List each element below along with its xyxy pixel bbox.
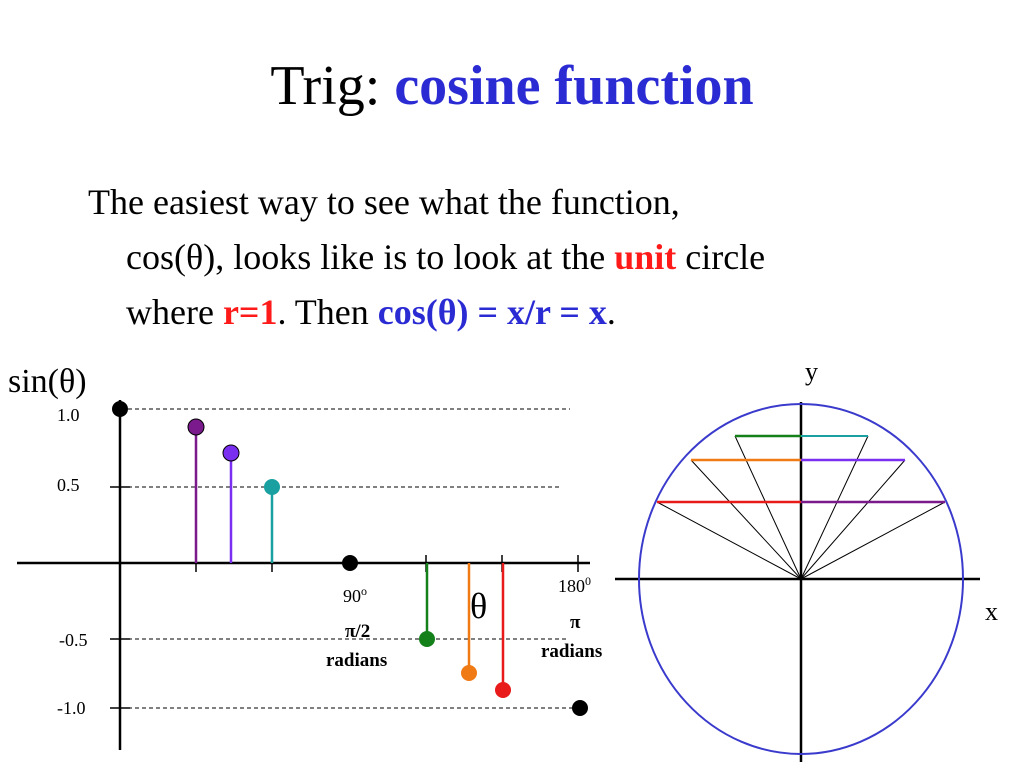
- tick-label-1: 1.0: [57, 405, 80, 425]
- point-orange: [461, 665, 477, 681]
- label-180-degrees: 1800: [558, 574, 591, 596]
- point-black-90: [342, 555, 358, 571]
- body-line-2-b: circle: [685, 237, 766, 277]
- r-equals-1: r=1: [222, 292, 278, 332]
- title-accent: cosine function: [394, 55, 754, 117]
- tick-label-m1: -1.0: [57, 698, 86, 718]
- point-green: [419, 631, 435, 647]
- cos-formula: cos(θ) = x/r = x: [377, 292, 607, 332]
- body-line-2: cos(θ), looks like is to look at the uni…: [88, 230, 988, 285]
- stem-graph: sin(θ) 1.0 0.5 -0.5 -1.0 90o π/2 radians…: [8, 363, 602, 750]
- label-pi: π: [570, 612, 581, 633]
- body-paragraph: The easiest way to see what the function…: [88, 175, 988, 340]
- tick-label-05: 0.5: [57, 475, 80, 495]
- circle-x-label: x: [985, 597, 998, 626]
- label-radians-90: radians: [326, 650, 387, 671]
- point-red: [495, 682, 511, 698]
- body-line-2-a: cos(θ), looks like is to look at the: [126, 237, 606, 277]
- label-90-degrees: 90o: [343, 584, 367, 606]
- y-axis-label: sin(θ): [8, 363, 87, 400]
- unit-circle: [638, 403, 964, 755]
- body-line-3-b: . Then: [277, 292, 369, 332]
- body-line-3-a: where: [126, 292, 214, 332]
- point-black-start: [112, 401, 128, 417]
- unit-word: unit: [614, 237, 677, 277]
- title-prefix: Trig:: [270, 55, 381, 117]
- body-line-1: The easiest way to see what the function…: [88, 182, 680, 222]
- unit-circle-diagram: y x: [615, 357, 998, 762]
- point-black-180: [572, 700, 588, 716]
- point-purple: [187, 418, 205, 436]
- point-violet: [222, 444, 240, 462]
- tick-label-m05: -0.5: [59, 630, 88, 650]
- point-teal: [264, 479, 280, 495]
- circle-y-label: y: [805, 357, 818, 386]
- theta-label: θ: [470, 586, 487, 626]
- body-line-3: where r=1. Then cos(θ) = x/r = x.: [88, 285, 988, 340]
- label-pi-over-2: π/2: [345, 621, 370, 642]
- slide-title: Trig: cosine function: [0, 58, 1024, 114]
- body-line-3-c: .: [606, 292, 616, 332]
- label-radians-180: radians: [541, 641, 602, 662]
